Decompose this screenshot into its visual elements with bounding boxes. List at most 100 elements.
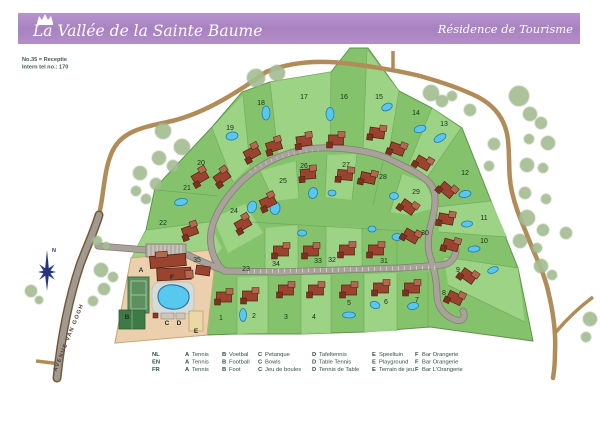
- house: [439, 237, 463, 253]
- plot-pool: [467, 245, 481, 253]
- plot-number: 2: [252, 313, 256, 320]
- plot-area: [437, 201, 507, 237]
- house: [410, 154, 436, 172]
- house-garage: [434, 219, 443, 227]
- tree: [522, 106, 538, 122]
- legend-item-code: C: [258, 352, 263, 358]
- tree: [582, 311, 598, 327]
- house-annex: [413, 279, 422, 286]
- plot-number: 19: [226, 125, 234, 132]
- plot-number: 4: [312, 314, 316, 321]
- legend-item-code: B: [222, 352, 226, 358]
- plot-number: 25: [279, 178, 287, 185]
- tree: [151, 150, 167, 166]
- tree: [446, 90, 458, 102]
- legend-item-label: Voetbal: [229, 352, 248, 358]
- plot-area: [260, 161, 299, 201]
- house: [301, 242, 321, 260]
- house-garage: [366, 251, 373, 259]
- house-roof: [458, 267, 478, 285]
- house-garage: [298, 176, 306, 184]
- plot-number: 5: [347, 300, 351, 307]
- legend-item-code: F: [415, 360, 419, 366]
- plot-number: 11: [480, 215, 487, 222]
- house-annex: [188, 219, 198, 229]
- house: [334, 166, 355, 183]
- house-roof: [258, 193, 278, 211]
- legend-item-code: E: [372, 352, 376, 358]
- trees: [24, 64, 598, 343]
- plot-pool: [433, 133, 447, 143]
- roads: [35, 51, 595, 383]
- legend-item-label: Tennis: [192, 360, 209, 366]
- table-tennis-area: [175, 312, 186, 320]
- tree: [268, 64, 286, 82]
- house: [242, 140, 262, 165]
- house-roof: [339, 244, 355, 256]
- tree: [34, 295, 44, 305]
- plot-number: 6: [384, 299, 388, 306]
- house: [339, 281, 359, 299]
- shed: [152, 312, 159, 319]
- plot-pool: [407, 302, 419, 310]
- legend-item-label: Tennis: [192, 352, 209, 358]
- plot-pool: [381, 102, 393, 112]
- plot-number: 10: [480, 238, 488, 245]
- legend-item-code: E: [372, 367, 376, 373]
- plot-number: 8: [442, 290, 446, 297]
- plot-number: 34: [272, 261, 280, 268]
- house-annex: [379, 124, 388, 133]
- tree: [512, 233, 528, 249]
- house-annex: [410, 200, 421, 211]
- plot-number: 22: [159, 220, 167, 227]
- tree: [534, 116, 548, 130]
- plot-number: 9: [456, 267, 460, 274]
- tree: [540, 193, 552, 205]
- plot-number: 29: [412, 189, 420, 196]
- plot-pool: [239, 308, 247, 322]
- house: [190, 164, 210, 190]
- ring-road: [207, 145, 467, 324]
- plot-number: 27: [342, 162, 350, 169]
- house-garage: [271, 252, 278, 260]
- compass-point: [44, 272, 50, 291]
- house: [395, 198, 421, 216]
- swimming-pool: [157, 284, 190, 310]
- house: [371, 279, 391, 297]
- house: [212, 164, 232, 190]
- house-annex: [453, 237, 463, 246]
- legend-item-code: A: [185, 352, 190, 358]
- house-annex: [350, 281, 359, 288]
- facility-letter: B: [125, 314, 130, 321]
- plot-boundary: [351, 153, 358, 201]
- house: [366, 124, 388, 141]
- house-roof: [368, 244, 384, 256]
- legend-item-code: A: [185, 360, 190, 366]
- tree: [149, 177, 163, 191]
- house-annex: [225, 288, 234, 295]
- house-roof: [328, 134, 344, 146]
- plot-pool: [325, 107, 335, 121]
- plot-pool: [458, 189, 472, 199]
- plot-number: 14: [412, 110, 420, 117]
- plot-pool: [174, 197, 188, 207]
- house-roof: [413, 154, 433, 172]
- legend-item-label: Football: [229, 360, 250, 366]
- tree: [523, 133, 535, 145]
- legend-item-label: Tennis: [192, 367, 209, 373]
- house-annex: [265, 190, 276, 200]
- facility-letter: E: [194, 328, 199, 335]
- legend-item-label: Speeltuin: [379, 352, 403, 358]
- house-garage: [395, 202, 405, 212]
- tree: [107, 271, 119, 283]
- tree: [101, 241, 111, 251]
- house: [402, 279, 422, 297]
- house-garage: [301, 252, 308, 260]
- house: [233, 211, 253, 237]
- plot-pool: [246, 200, 258, 214]
- tree: [508, 85, 530, 107]
- plot-boundary: [145, 221, 210, 231]
- house-garage: [366, 133, 374, 141]
- house: [258, 190, 278, 214]
